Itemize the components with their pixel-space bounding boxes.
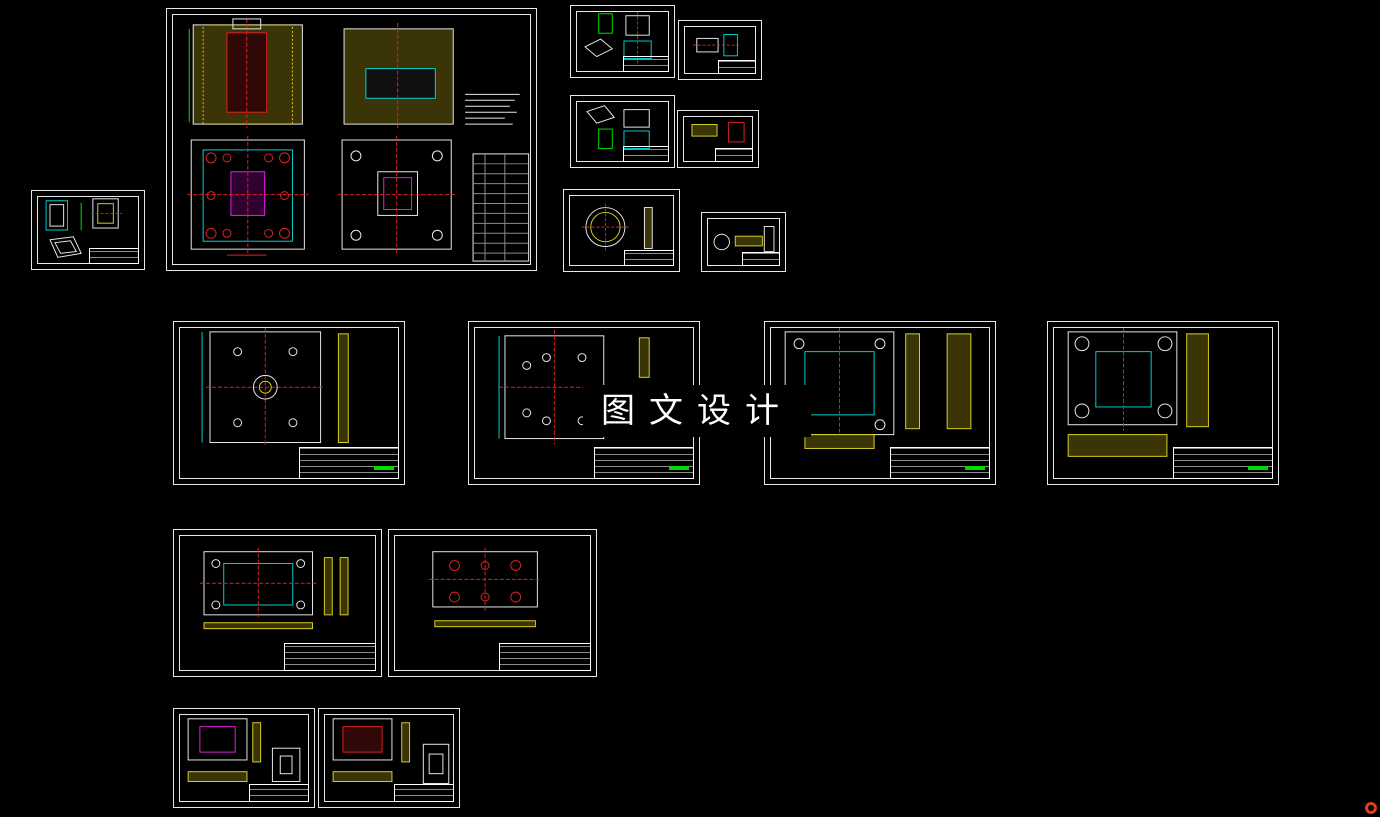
title-block — [89, 248, 139, 264]
title-block — [890, 447, 990, 479]
drawing-sheet-plate-5[interactable] — [173, 529, 382, 677]
sheet-border — [576, 11, 669, 72]
title-fill — [1248, 466, 1268, 470]
title-block — [623, 146, 669, 162]
sheet-border — [576, 101, 669, 162]
title-block — [594, 447, 694, 479]
title-block — [1173, 447, 1273, 479]
drawing-sheet-plate-4[interactable] — [1047, 321, 1279, 485]
plate-views — [784, 327, 972, 449]
sheet-border — [394, 535, 591, 671]
sheet-border — [179, 327, 399, 479]
title-block — [623, 56, 669, 72]
plate-views — [1067, 327, 1209, 457]
part-views — [581, 203, 653, 251]
sheet-border — [37, 196, 139, 264]
plate-views — [200, 547, 349, 630]
title-fill — [965, 466, 985, 470]
assembly-views — [187, 18, 530, 262]
plate-views — [201, 327, 349, 447]
title-fill — [374, 466, 394, 470]
drawing-sheet-core[interactable] — [173, 708, 315, 808]
drawing-sheet-insert[interactable] — [678, 20, 762, 80]
sheet-border — [324, 714, 454, 802]
watermark-label: 图文设计 — [583, 385, 811, 437]
part-views — [692, 34, 742, 57]
title-block — [624, 250, 674, 266]
drawing-sheet-ring[interactable] — [563, 189, 680, 272]
sheet-border — [179, 535, 376, 671]
part-views — [713, 226, 775, 253]
drawing-sheet-mold-assembly[interactable] — [166, 8, 537, 271]
drawing-sheet-plate-6[interactable] — [388, 529, 597, 677]
drawing-sheet-slider[interactable] — [570, 5, 675, 78]
title-block — [742, 252, 780, 266]
title-block — [715, 148, 753, 162]
part-views — [584, 11, 652, 65]
drawing-sheet-small-part[interactable] — [31, 190, 145, 270]
sheet-border — [172, 14, 531, 265]
title-block — [718, 60, 756, 74]
part-views — [691, 122, 745, 143]
app-logo-icon — [1365, 802, 1377, 814]
part-views — [187, 718, 301, 783]
part-views — [332, 718, 450, 784]
title-block — [499, 643, 591, 671]
drawing-sheet-insert-2[interactable] — [677, 110, 759, 168]
drawing-sheet-plate-1[interactable] — [173, 321, 405, 485]
title-block — [394, 784, 454, 802]
plate-views — [428, 547, 542, 628]
title-block — [284, 643, 376, 671]
sheet-border — [179, 714, 309, 802]
title-block — [249, 784, 309, 802]
drawing-sheet-sprue-bushing[interactable] — [701, 212, 786, 272]
drawing-sheet-slider-2[interactable] — [570, 95, 675, 168]
sheet-border — [1053, 327, 1273, 479]
title-fill — [669, 466, 689, 470]
sheet-border — [569, 195, 674, 266]
drawing-sheet-plate-2[interactable] — [468, 321, 700, 485]
title-block — [299, 447, 399, 479]
drawing-sheet-cavity[interactable] — [318, 708, 460, 808]
drawing-sheet-plate-3[interactable] — [764, 321, 996, 485]
part-views — [45, 198, 123, 258]
